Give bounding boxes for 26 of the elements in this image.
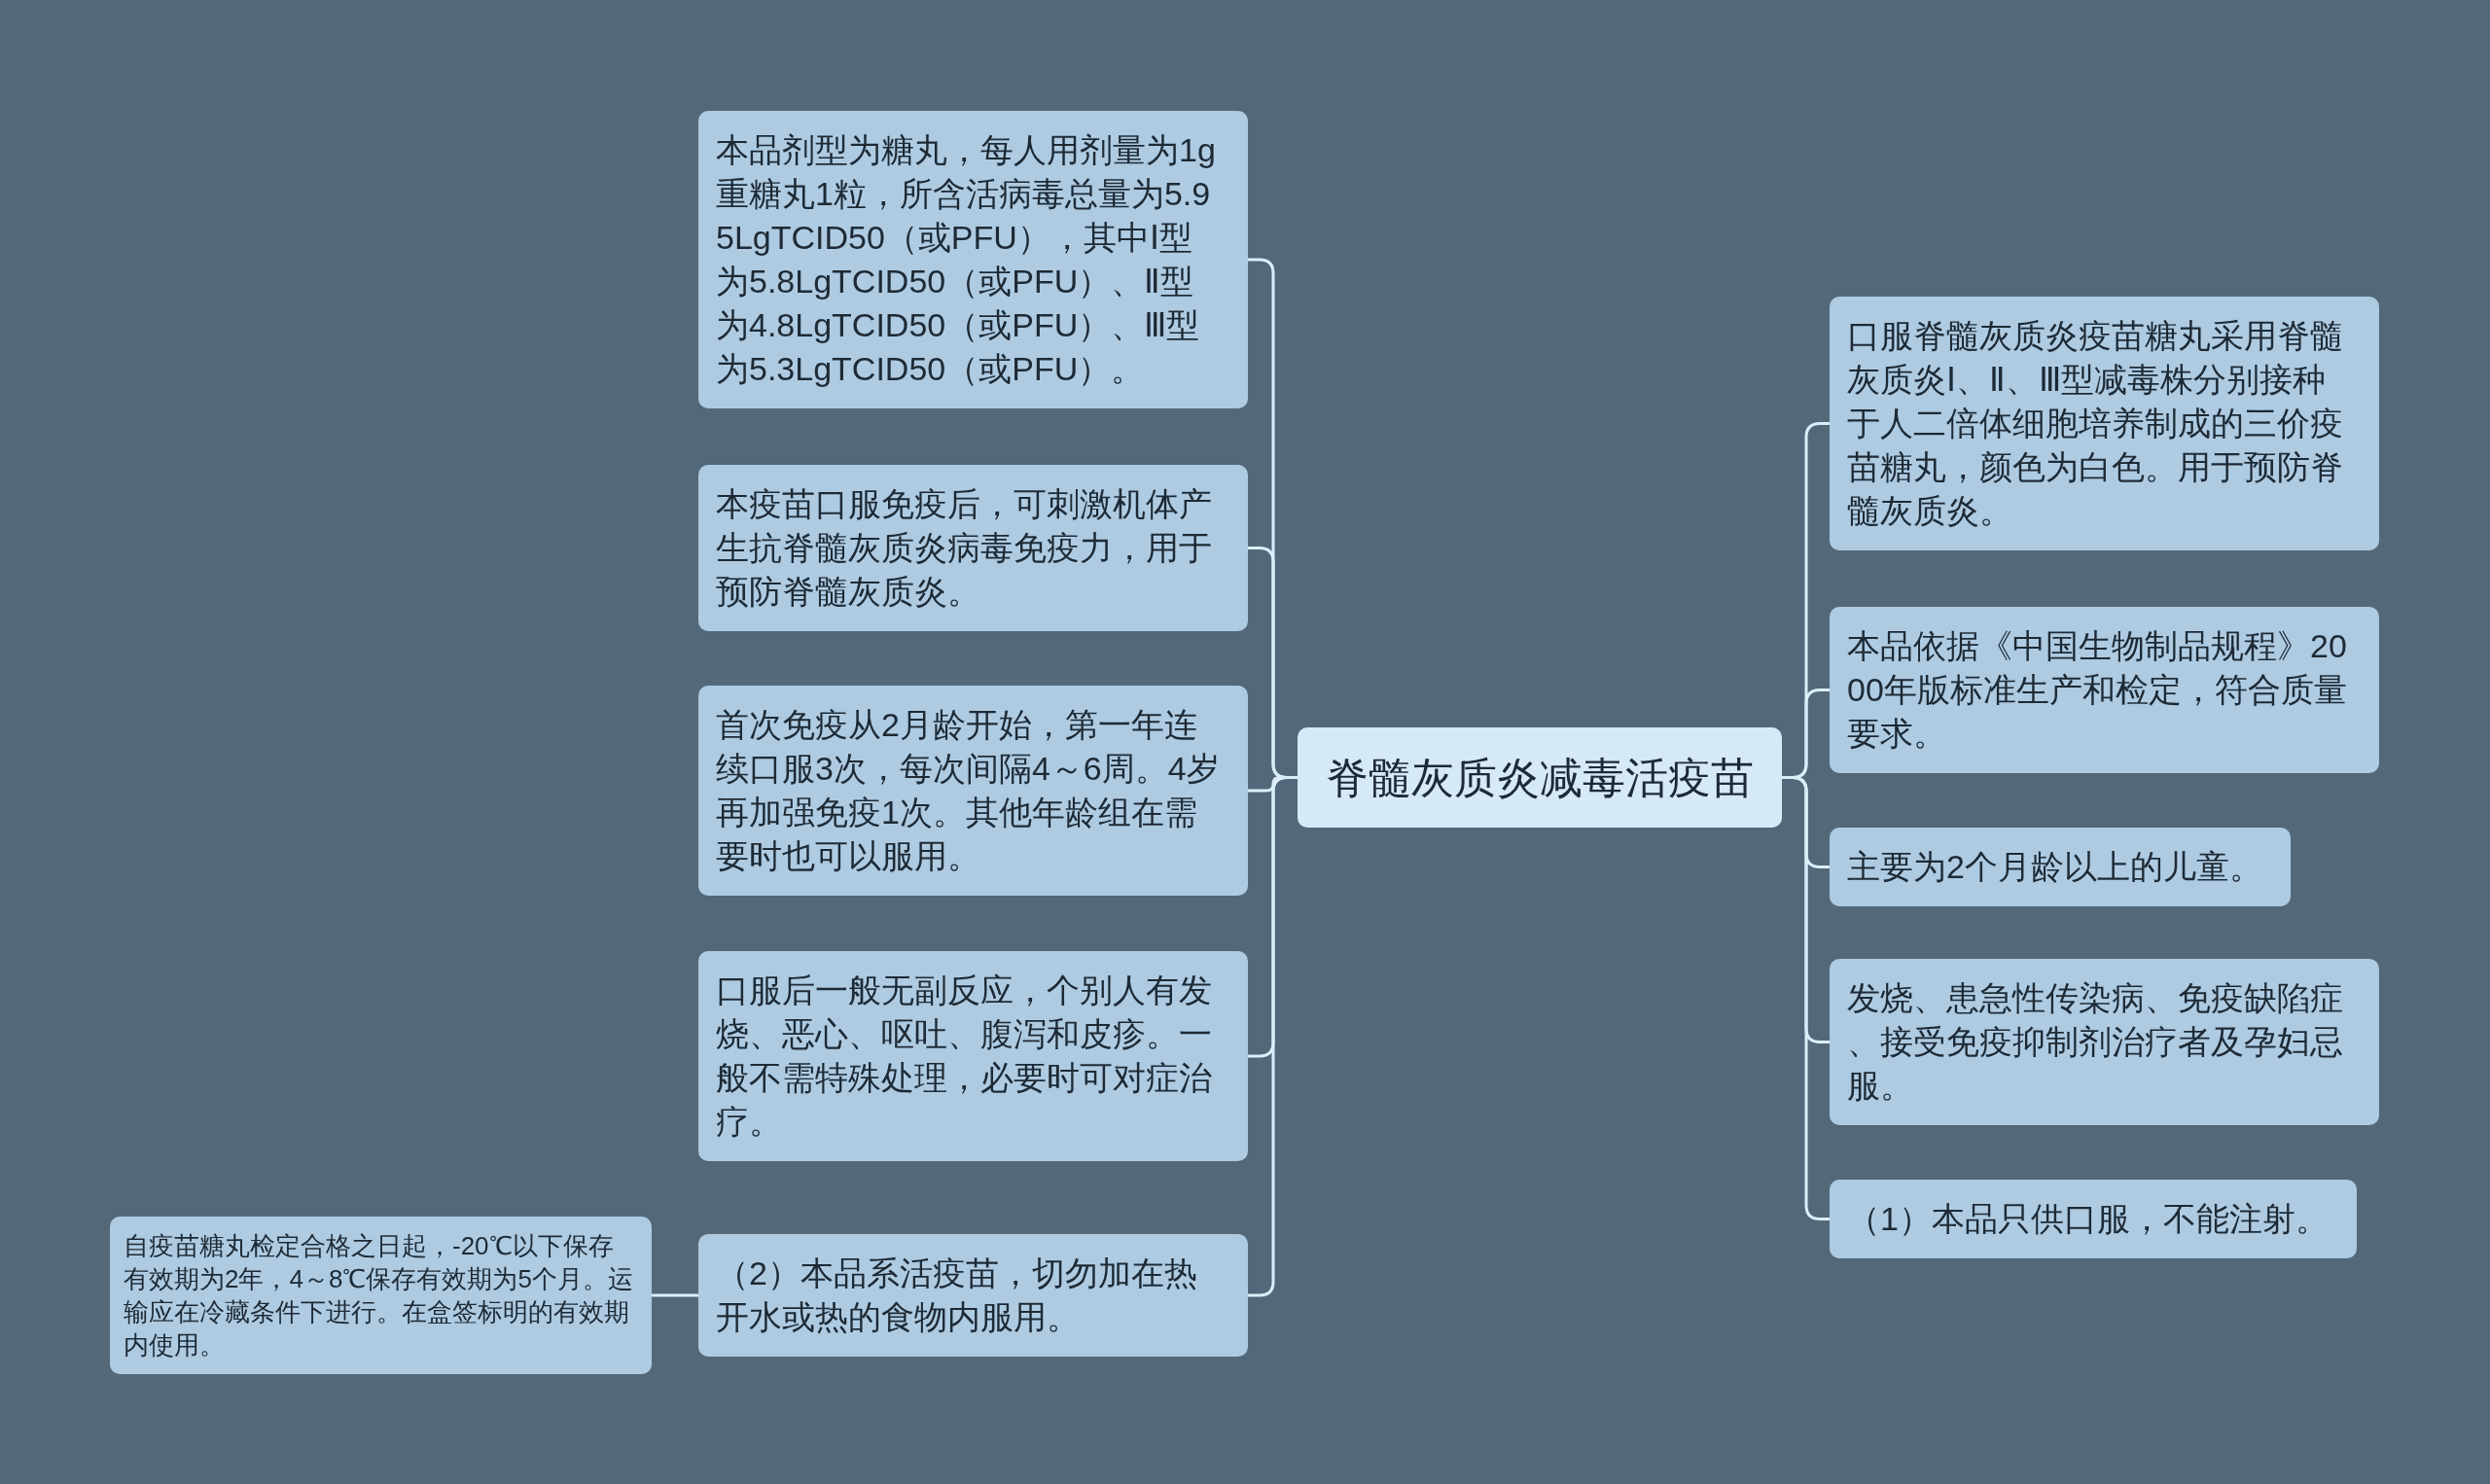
subtopic-box (698, 111, 1248, 408)
detail-box (110, 1217, 652, 1374)
topic-text: 口服脊髓灰质炎疫苗糖丸采用脊髓灰质炎Ⅰ、Ⅱ、Ⅲ型减毒株分别接种于人二倍体细胞培养制成的三价疫苗糖丸，颜色为白色。用于预防脊髓灰质炎。 (1847, 316, 2344, 531)
topic-text: 本品剂型为糖丸，每人用剂量为1g重糖丸1粒，所含活病毒总量为5.95LgTCID50（或PFU），其中Ⅰ型为5.8LgTCID50（或PFU）、Ⅱ型为4.8LgTCID50（或PFU）、Ⅲ型为5.3LgTCID50（或PFU）。 (716, 130, 1217, 389)
topic-text: 自疫苗糖丸检定合格之日起，-20℃以下保存有效期为2年，4～8℃保存有效期为5个月。运输应在冷藏条件下进行。在盒签标明的有效期内使用。 (124, 1230, 634, 1361)
subtopic-box (698, 686, 1248, 896)
topic-text: 本品依据《中国生物制品规程》2000年版标准生产和检定，符合质量要求。 (1847, 626, 2348, 754)
topic-text: 脊髓灰质炎减毒活疫苗 (1326, 752, 1754, 803)
topic-text: 本疫苗口服免疫后，可刺激机体产生抗脊髓灰质炎病毒免疫力，用于预防脊髓灰质炎。 (716, 484, 1213, 612)
connector-line (652, 1293, 698, 1297)
subtopic-box (1830, 607, 2379, 773)
connector-line (1782, 776, 1830, 1220)
topic-text: （2）本品系活疫苗，切勿加在热开水或热的食物内服用。 (716, 1254, 1198, 1337)
subtopic-box (1830, 297, 2379, 550)
subtopic-box (1830, 1180, 2357, 1258)
subtopic-box (1830, 828, 2291, 906)
topic-text: 口服后一般无副反应，个别人有发烧、恶心、呕吐、腹泻和皮疹。一般不需特殊处理，必要时可对症治疗。 (716, 971, 1213, 1142)
central-topic-box (1298, 727, 1782, 828)
subtopic-box (698, 951, 1248, 1161)
subtopic-box (698, 1234, 1248, 1357)
topic-text: 首次免疫从2月龄开始，第一年连续口服3次，每次间隔4～6周。4岁再加强免疫1次。其他年龄组在需要时也可以服用。 (716, 705, 1220, 876)
topic-text: 主要为2个月龄以上的儿童。 (1847, 847, 2262, 887)
topic-text: 发烧、患急性传染病、免疫缺陷症、接受免疫抑制剂治疗者及孕妇忌服。 (1847, 978, 2344, 1106)
subtopic-box (698, 465, 1248, 631)
subtopic-box (1830, 959, 2379, 1125)
topic-text: （1）本品只供口服，不能注射。 (1847, 1199, 2329, 1239)
